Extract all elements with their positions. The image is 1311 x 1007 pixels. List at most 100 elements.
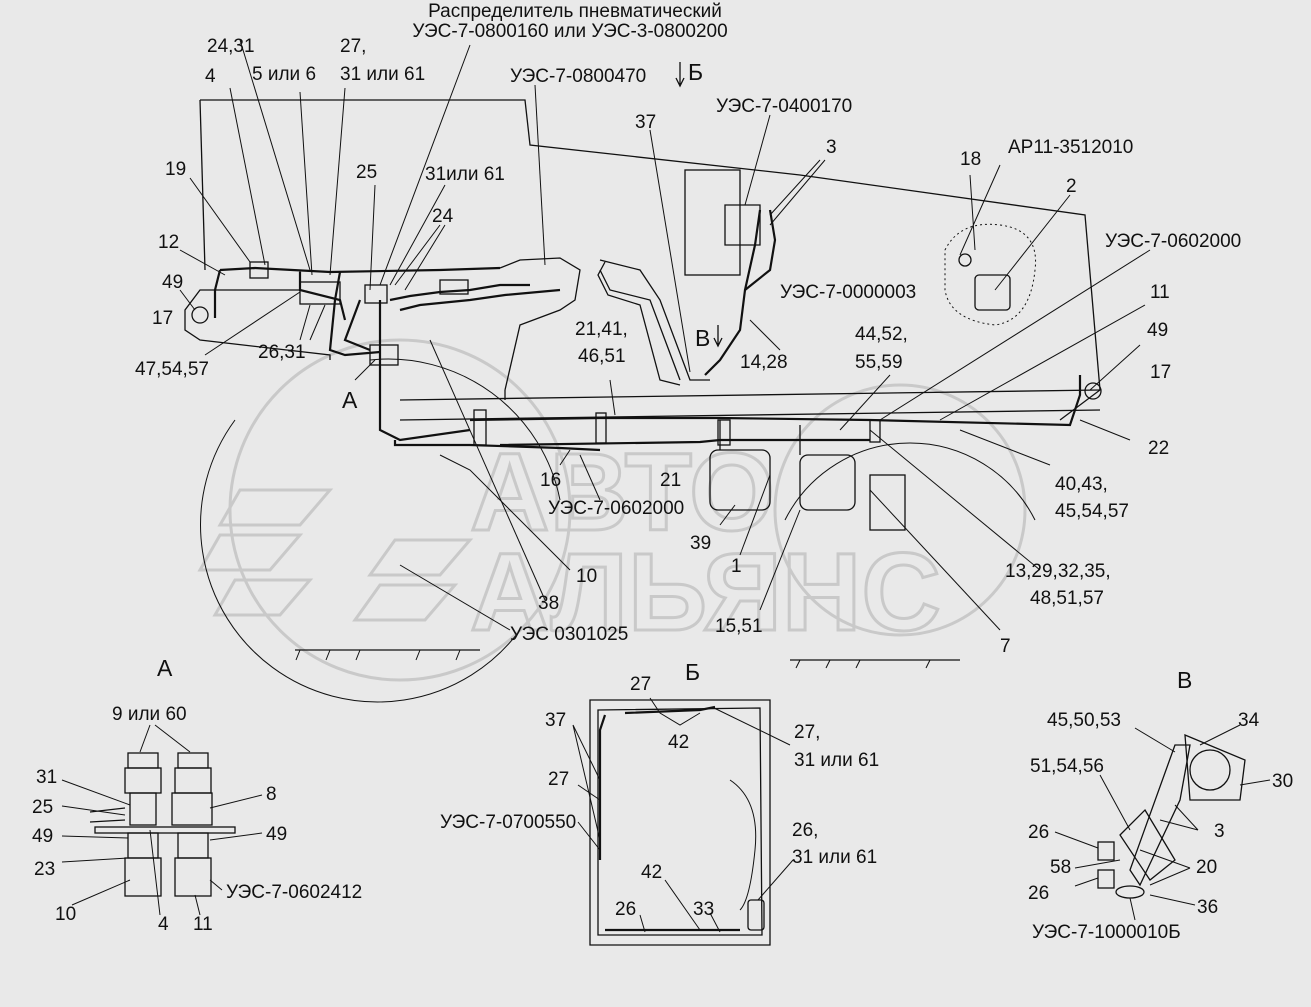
detail-A-nut-top-right — [177, 752, 209, 769]
pressure-gauge-17-left — [191, 306, 209, 324]
detail-V-label-58: 58 — [1050, 857, 1071, 878]
main-leader-lines — [179, 39, 1151, 631]
main-labels: Распределитель пневматический УЭС-7-0800… — [135, 1, 1241, 657]
detail-V-label-34: 34 — [1238, 710, 1260, 731]
detail-B-label-26: 26 — [615, 899, 636, 920]
label-view-B: Б — [688, 59, 703, 85]
box-7 — [869, 474, 906, 531]
label-24: 24 — [432, 206, 454, 227]
label-11: 11 — [1150, 282, 1170, 303]
watermark-text-2: АЛЬЯНС — [470, 531, 941, 654]
detail-A-label-23: 23 — [34, 859, 55, 880]
detail-A-label-49-left: 49 — [32, 826, 53, 847]
detail-B-label-0700550: УЭС-7-0700550 — [440, 812, 576, 833]
detail-V-label-1000010: УЭС-7-1000010Б — [1032, 922, 1181, 943]
label-21: 21 — [660, 470, 681, 491]
label-4: 4 — [205, 66, 216, 87]
detail-V-label-20: 20 — [1196, 857, 1217, 878]
detail-B-frame — [589, 699, 771, 946]
detail-V-label-36: 36 — [1197, 897, 1218, 918]
detail-A-label-8: 8 — [266, 784, 277, 805]
detail-V-fitting-26-top — [1097, 841, 1115, 861]
ar11-inset — [944, 223, 1037, 326]
label-18: 18 — [960, 149, 981, 170]
detail-A-label-49-right: 49 — [266, 824, 287, 845]
label-5-or-6: 5 или 6 — [252, 64, 316, 85]
main-view-linework — [184, 62, 1102, 703]
detail-A-label-11: 11 — [193, 914, 213, 935]
label-27-top: 27, — [340, 36, 366, 57]
label-view-V-arrow: В — [695, 325, 710, 351]
label-0602000-right: УЭС-7-0602000 — [1105, 231, 1241, 252]
detail-V: В 45,50,53 34 51,54,56 30 26 3 58 20 26 … — [1028, 667, 1293, 943]
label-2: 2 — [1066, 176, 1077, 197]
detail-B-label-26-comma: 26, — [792, 820, 818, 841]
label-ar11: АР11-3512010 — [1008, 137, 1133, 158]
detail-A-title: А — [157, 655, 173, 681]
label-3: 3 — [826, 137, 837, 158]
label-17-right: 17 — [1150, 362, 1171, 383]
label-44-52: 44,52, — [855, 324, 908, 345]
label-45-54-57: 45,54,57 — [1055, 501, 1129, 522]
title-distributor: Распределитель пневматический — [428, 1, 722, 22]
label-14-28: 14,28 — [740, 352, 788, 373]
detail-A-label-0602412: УЭС-7-0602412 — [226, 882, 362, 903]
detail-A: А 9 или 60 31 8 25 49 49 23 УЭС-7-060241… — [32, 655, 362, 935]
label-39: 39 — [690, 533, 711, 554]
label-0301025: УЭС 0301025 — [510, 624, 628, 645]
label-46-51: 46,51 — [578, 346, 626, 367]
label-1: 1 — [731, 556, 742, 577]
detail-B-label-27-top: 27 — [630, 674, 651, 695]
label-7: 7 — [1000, 636, 1011, 657]
title-distributor-codes: УЭС-7-0800160 или УЭС-3-0800200 — [412, 21, 727, 42]
label-12: 12 — [158, 232, 179, 253]
label-19: 19 — [165, 159, 186, 180]
detail-A-label-4: 4 — [158, 914, 169, 935]
detail-B-label-33: 33 — [693, 899, 714, 920]
label-24-31: 24,31 — [207, 36, 255, 57]
label-31or61: 31или 61 — [425, 164, 505, 185]
label-0800470: УЭС-7-0800470 — [510, 66, 646, 87]
detail-V-fitting-26-bottom — [1097, 869, 1115, 889]
detail-A-nut-bottom-right — [174, 857, 212, 897]
detail-V-label-45-50-53: 45,50,53 — [1047, 710, 1121, 731]
detail-A-label-31: 31 — [36, 767, 57, 788]
watermark-chevrons — [197, 488, 474, 622]
label-10: 10 — [576, 566, 597, 587]
valve-26-31 — [299, 281, 341, 305]
label-49-left: 49 — [162, 272, 183, 293]
detail-V-label-30: 30 — [1272, 771, 1293, 792]
detail-B-part-33 — [747, 899, 765, 931]
detail-B-title: Б — [685, 659, 700, 685]
pressure-gauge-17-right — [1084, 382, 1102, 400]
detail-B-label-31-or-61-bottom: 31 или 61 — [792, 847, 877, 868]
detail-V-part-30 — [1189, 749, 1231, 791]
label-17-left: 17 — [152, 308, 173, 329]
valve-12 — [249, 261, 269, 279]
label-26-31: 26,31 — [258, 342, 306, 363]
detail-B: Б 27 37 42 27, 31 или 61 27 УЭС-7-070055… — [440, 659, 879, 946]
label-0000003: УЭС-7-0000003 — [780, 282, 916, 303]
label-31-or-61-top: 31 или 61 — [340, 64, 425, 85]
label-21-41: 21,41, — [575, 319, 628, 340]
label-49-right: 49 — [1147, 320, 1168, 341]
detail-B-label-42-top: 42 — [668, 732, 689, 753]
detail-B-label-27-comma: 27, — [794, 722, 820, 743]
detail-A-nut-bottom-left — [124, 857, 162, 897]
detail-V-label-51-54-56: 51,54,56 — [1030, 756, 1104, 777]
watermark-wheel-right — [773, 383, 1027, 637]
detail-V-label-26-top: 26 — [1028, 822, 1049, 843]
label-15-51: 15,51 — [715, 616, 763, 637]
label-0602000-lower: УЭС-7-0602000 — [548, 498, 684, 519]
label-22: 22 — [1148, 438, 1169, 459]
label-37: 37 — [635, 112, 656, 133]
label-55-59: 55,59 — [855, 352, 903, 373]
detail-B-label-37: 37 — [545, 710, 566, 731]
detail-V-title: В — [1177, 667, 1192, 693]
label-40-43: 40,43, — [1055, 474, 1108, 495]
air-tank-2 — [799, 454, 856, 511]
label-47-54-57: 47,54,57 — [135, 359, 209, 380]
valve-A — [369, 344, 399, 366]
